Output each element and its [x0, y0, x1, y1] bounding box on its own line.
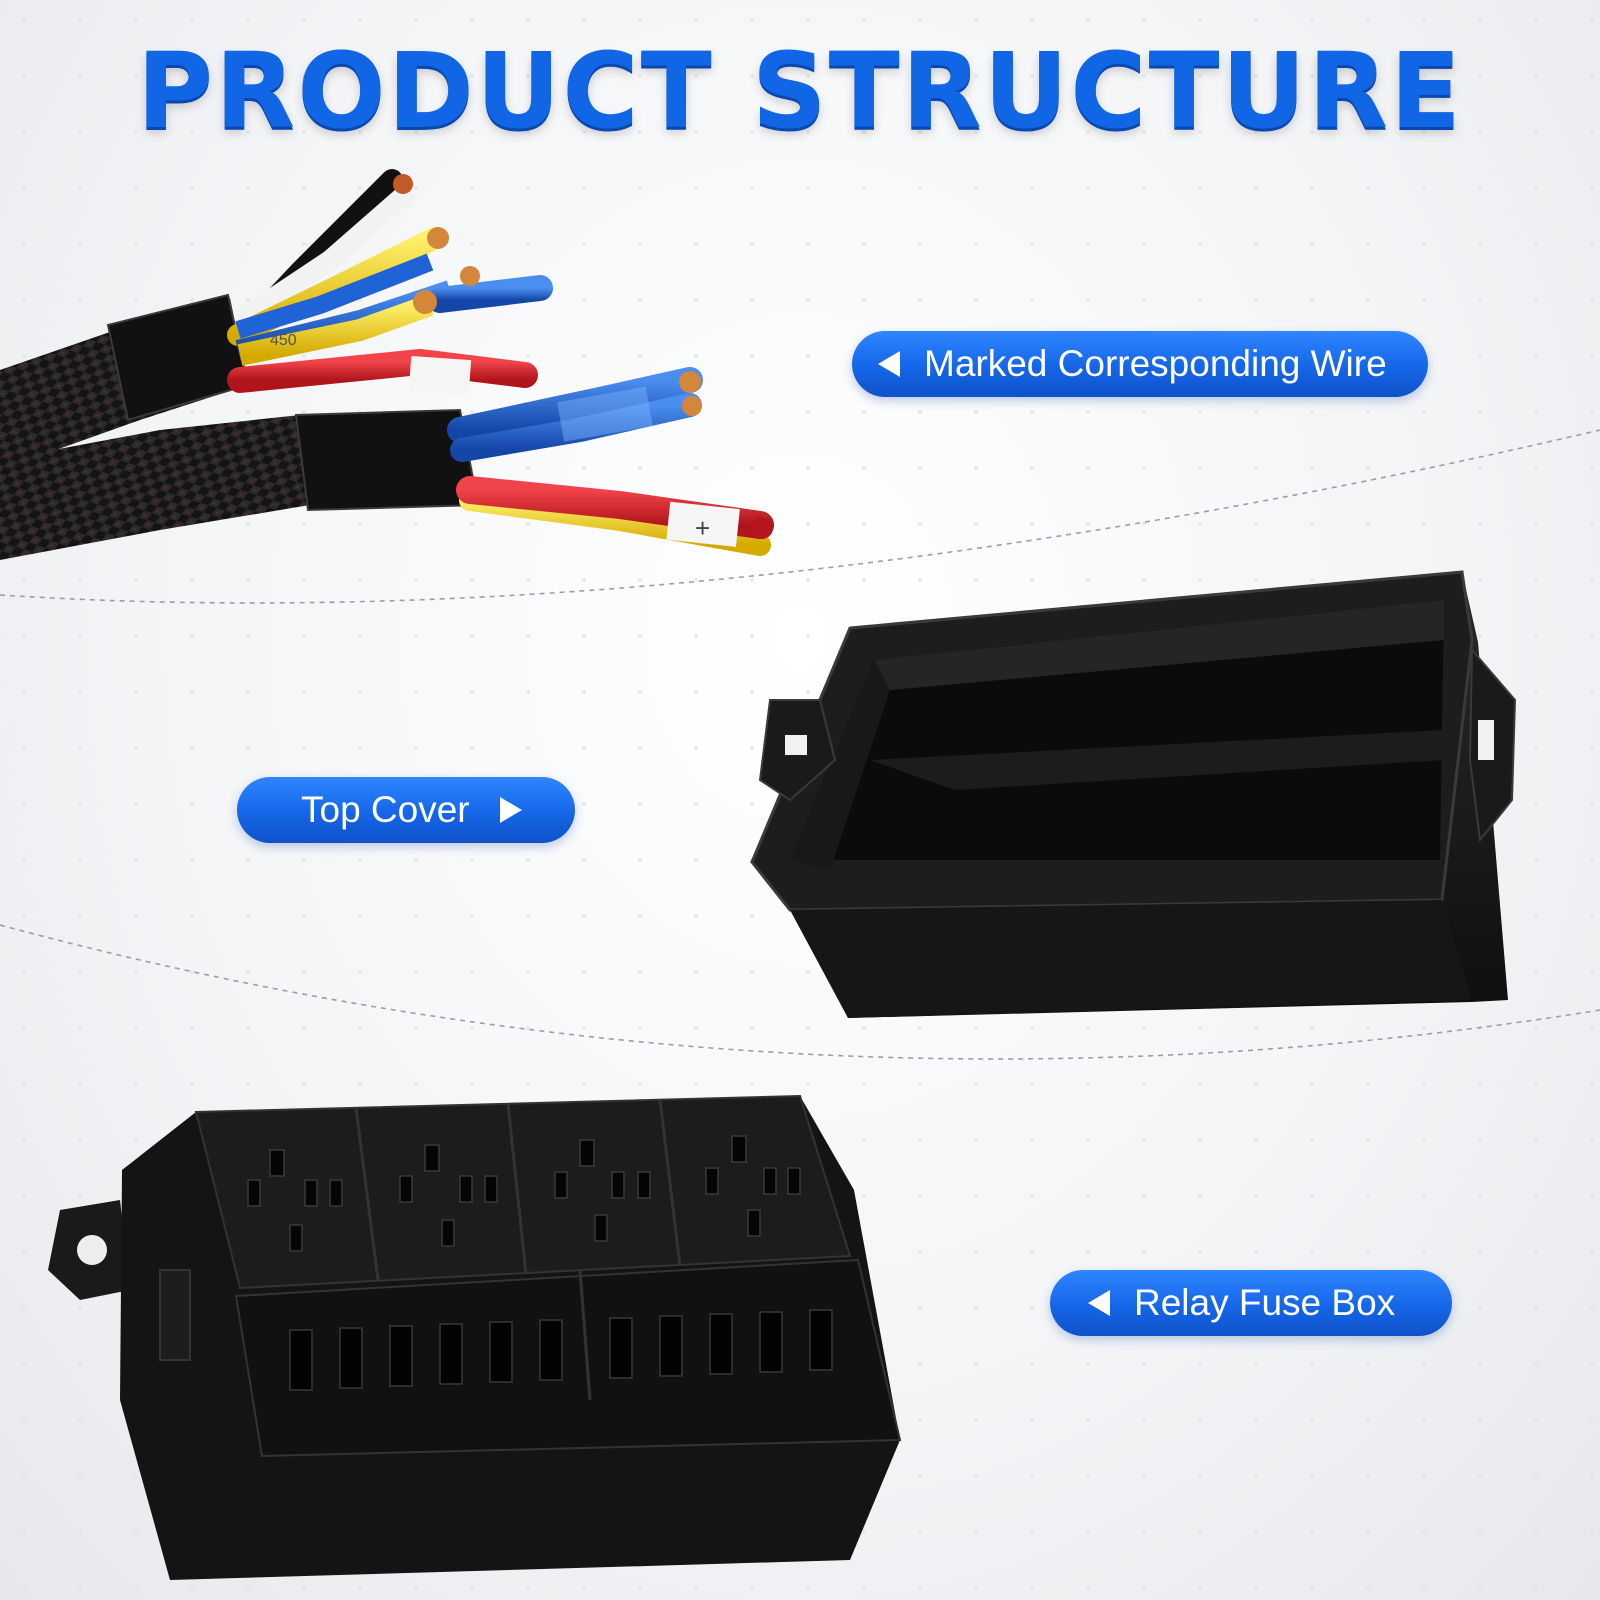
marked-wire-label-text: Marked Corresponding Wire: [924, 343, 1387, 384]
relay-fuse-box-label-text: Relay Fuse Box: [1134, 1282, 1396, 1323]
triangle-left-icon: [878, 351, 900, 377]
triangle-right-icon: [499, 797, 522, 823]
wire-harness-image: 450 +: [0, 169, 774, 560]
top-cover-image: [750, 570, 1517, 1018]
page-title: PRODUCT STRUCTURE: [136, 30, 1464, 152]
wire-plus-mark: +: [695, 513, 710, 543]
marked-wire-label: Marked Corresponding Wire: [852, 331, 1428, 397]
relay-fuse-box-label: Relay Fuse Box: [1050, 1270, 1452, 1336]
top-cover-label-text: Top Cover: [301, 789, 470, 830]
triangle-left-icon: [1088, 1290, 1110, 1316]
relay-fuse-box-image: [48, 1094, 902, 1580]
wire-sleeve-code: 450: [270, 332, 297, 349]
top-cover-label: Top Cover: [237, 777, 575, 843]
